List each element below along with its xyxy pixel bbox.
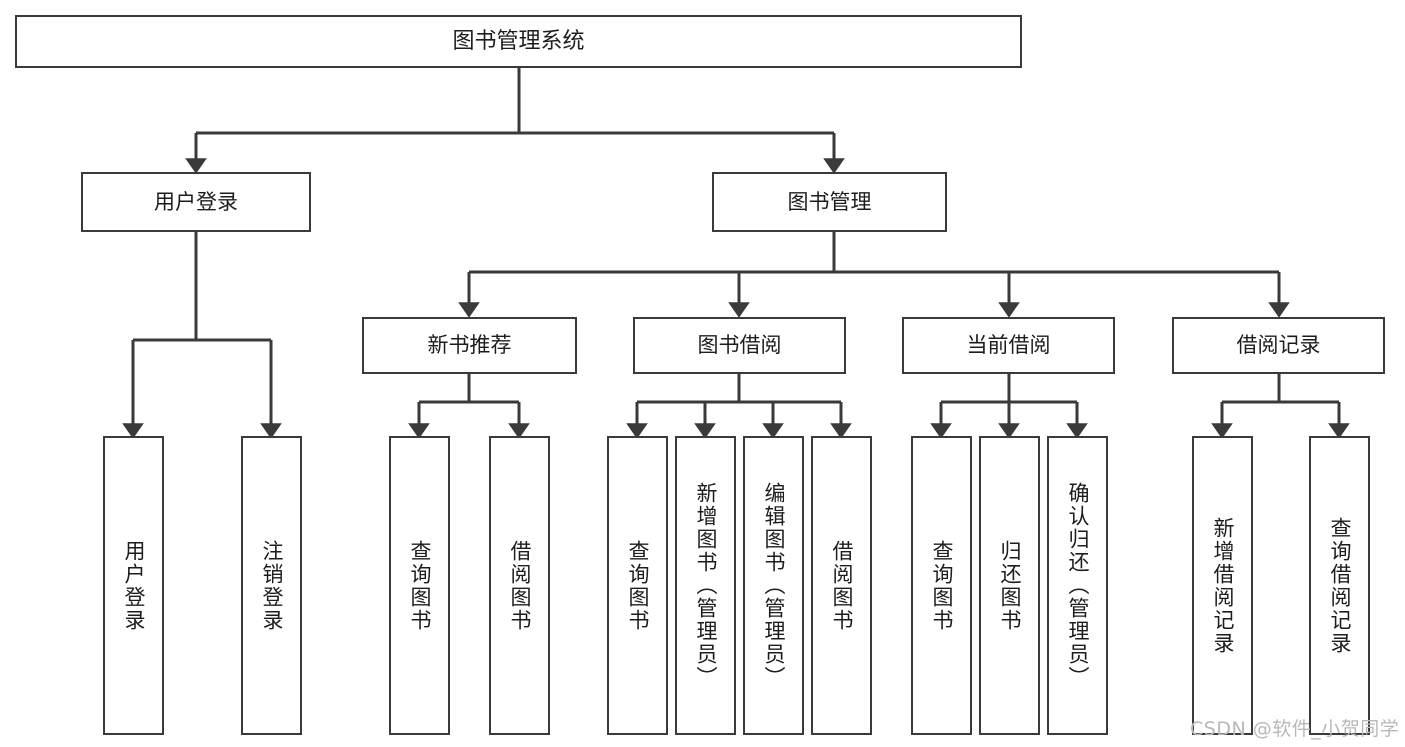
node-leaf-logout[interactable]: 注销登录	[241, 436, 302, 735]
watermark-text: CSDN @软件_小贺同学	[1190, 718, 1400, 740]
node-leaf-logout-label: 注销登录	[260, 539, 284, 632]
node-leaf-return-book[interactable]: 归还图书	[979, 436, 1040, 735]
node-leaf-borrow-book-2[interactable]: 借阅图书	[811, 436, 872, 735]
node-leaf-edit-book[interactable]: 编辑图书（管理员）	[743, 436, 804, 735]
node-book-manage-label: 图书管理	[787, 189, 872, 214]
node-leaf-query-book-3[interactable]: 查询图书	[911, 436, 972, 735]
node-leaf-borrow-book-1-label: 借阅图书	[508, 539, 532, 632]
node-leaf-add-record[interactable]: 新增借阅记录	[1192, 436, 1253, 735]
node-leaf-borrow-book-2-label: 借阅图书	[830, 539, 854, 632]
node-new-book-rec-label: 新书推荐	[427, 333, 512, 358]
node-current-borrow[interactable]: 当前借阅	[902, 317, 1115, 374]
node-leaf-query-record-label: 查询借阅记录	[1328, 516, 1352, 655]
node-leaf-add-book-label: 新增图书（管理员）	[694, 482, 718, 689]
node-leaf-return-book-label: 归还图书	[998, 539, 1022, 632]
node-user-login-label: 用户登录	[154, 189, 238, 214]
node-leaf-user-login[interactable]: 用户登录	[103, 436, 164, 735]
node-leaf-query-book-3-label: 查询图书	[930, 539, 954, 632]
node-root[interactable]: 图书管理系统	[15, 15, 1022, 68]
node-leaf-borrow-book-1[interactable]: 借阅图书	[489, 436, 550, 735]
node-leaf-user-login-label: 用户登录	[122, 539, 146, 632]
node-leaf-query-book-2-label: 查询图书	[626, 539, 650, 632]
node-leaf-query-book-2[interactable]: 查询图书	[607, 436, 668, 735]
node-leaf-edit-book-label: 编辑图书（管理员）	[762, 482, 786, 689]
node-leaf-add-record-label: 新增借阅记录	[1211, 516, 1235, 655]
node-leaf-confirm-return-label: 确认归还（管理员）	[1066, 482, 1090, 689]
node-borrow-record-label: 借阅记录	[1236, 333, 1321, 358]
node-leaf-query-record[interactable]: 查询借阅记录	[1309, 436, 1370, 735]
node-new-book-rec[interactable]: 新书推荐	[362, 317, 577, 374]
node-current-borrow-label: 当前借阅	[966, 333, 1051, 358]
node-book-borrow[interactable]: 图书借阅	[633, 317, 846, 374]
node-book-manage[interactable]: 图书管理	[712, 172, 947, 232]
node-borrow-record[interactable]: 借阅记录	[1172, 317, 1385, 374]
node-user-login[interactable]: 用户登录	[81, 172, 311, 232]
node-leaf-query-book-1-label: 查询图书	[408, 539, 432, 632]
node-leaf-confirm-return[interactable]: 确认归还（管理员）	[1047, 436, 1108, 735]
node-leaf-add-book[interactable]: 新增图书（管理员）	[675, 436, 736, 735]
node-book-borrow-label: 图书借阅	[697, 333, 782, 358]
node-leaf-query-book-1[interactable]: 查询图书	[389, 436, 450, 735]
node-root-label: 图书管理系统	[452, 28, 585, 54]
